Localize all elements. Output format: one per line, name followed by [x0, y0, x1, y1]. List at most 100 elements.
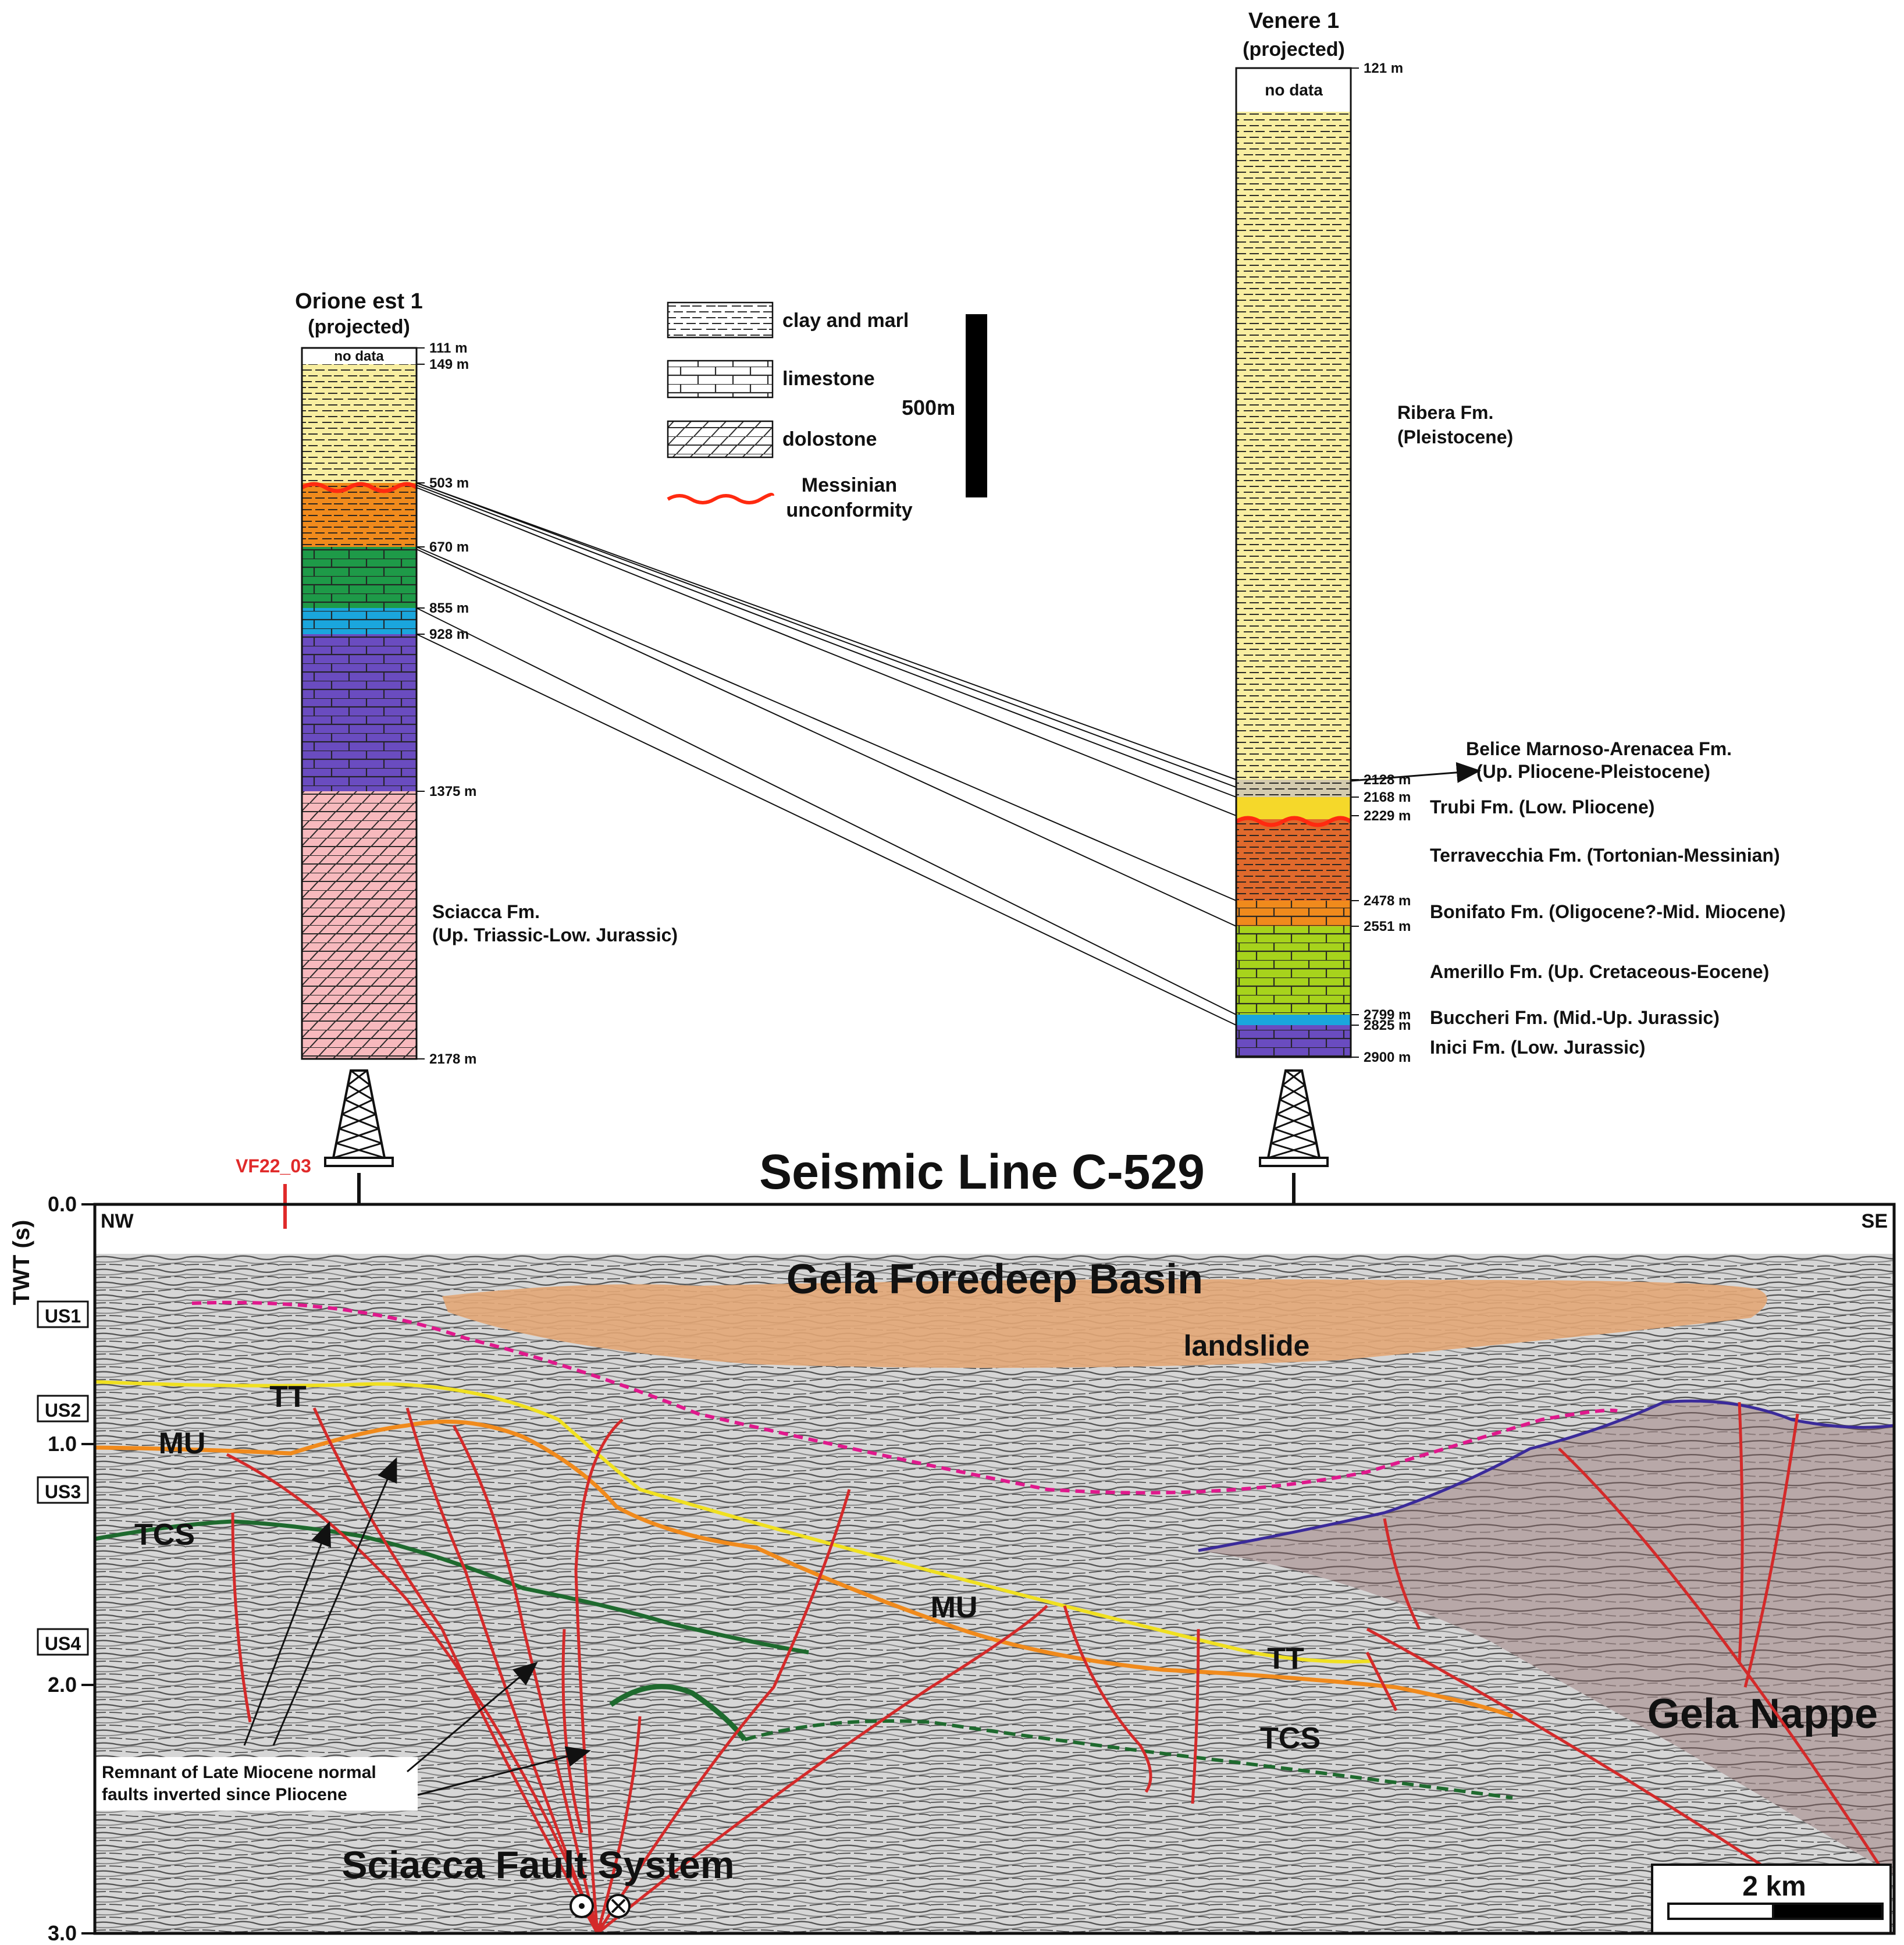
- left-blue-band-pattern: [302, 608, 417, 634]
- left-depth-label: 855 m: [429, 600, 469, 616]
- right-nodata-band: [1236, 68, 1351, 112]
- right-derrick-icon-brace: [1273, 1113, 1311, 1130]
- right-buccheri-band: [1236, 1015, 1351, 1025]
- right-bonifato-band-pattern: [1236, 901, 1351, 926]
- right-messinian-unconformity: [1235, 816, 1353, 827]
- scale-bar-label: 2 km: [1742, 1871, 1806, 1902]
- tcs-horizon-right: [744, 1719, 1513, 1800]
- unit-box: [37, 1628, 89, 1656]
- right-ribera-band-pattern: [1236, 112, 1351, 780]
- right-derrick-icon-brace: [1270, 1128, 1314, 1144]
- right-well-name: Venere 1: [1248, 9, 1339, 33]
- twt-axis-title: TWT (s): [9, 1220, 34, 1306]
- left-derrick-icon-brace: [333, 1142, 382, 1159]
- left-depth-label: 2178 m: [429, 1051, 476, 1067]
- fault-line: [1365, 1651, 1398, 1712]
- left-derrick-icon-brace: [347, 1069, 368, 1086]
- mu-label-right: MU: [931, 1591, 978, 1624]
- left-green-band-pattern: [302, 547, 417, 608]
- magenta-dashed-horizon: [191, 1300, 1618, 1495]
- left-derrick-icon-brace: [344, 1084, 371, 1101]
- right-depth-label: 2825 m: [1364, 1018, 1411, 1033]
- right-trubi-band: [1236, 797, 1351, 819]
- left-derrick-icon-brace: [339, 1128, 382, 1144]
- left-derrick-icon-brace: [347, 1084, 373, 1101]
- left-depth-label: 503 m: [429, 475, 469, 491]
- unit-label: US2: [45, 1400, 81, 1421]
- left-depth-label: 670 m: [429, 539, 469, 555]
- legend-lime-label: limestone: [782, 368, 875, 390]
- right-derrick-icon-brace: [1285, 1069, 1305, 1086]
- right-well-frame: [1235, 67, 1352, 1058]
- legend-clay-frame: [667, 301, 774, 339]
- right-formation-label: Amerillo Fm. (Up. Cretaceous-Eocene): [1430, 961, 1769, 982]
- correlation-line: [416, 482, 1237, 788]
- correlation-line: [416, 546, 1237, 901]
- legend-dolo-swatch-pattern: [668, 421, 773, 457]
- right-formation-label: Buccheri Fm. (Mid.-Up. Jurassic): [1430, 1007, 1720, 1028]
- legend-unconformity-swatch: [667, 493, 774, 504]
- tcs-label-left: TCS: [134, 1518, 195, 1552]
- tt-horizon: [94, 1380, 1373, 1663]
- right-derrick-icon-brace: [1276, 1098, 1308, 1115]
- gela-nappe-label: Gela Nappe: [1647, 1691, 1878, 1737]
- right-depth-label: 2900 m: [1364, 1050, 1411, 1065]
- left-well-note: (projected): [308, 316, 410, 338]
- right-derrick-icon-brace: [1273, 1128, 1317, 1144]
- legend-lime-frame: [667, 360, 774, 399]
- right-well-note: (projected): [1243, 38, 1345, 61]
- fault-line: [1191, 1628, 1200, 1804]
- right-depth-label: 2799 m: [1364, 1007, 1411, 1023]
- scale-bar-white: [1667, 1903, 1774, 1920]
- tt-label-right: TT: [1267, 1642, 1304, 1676]
- left-derrick-icon-brace: [339, 1113, 376, 1130]
- right-belice-band-pattern: [1236, 780, 1351, 797]
- scale-bar-black: [1772, 1903, 1884, 1920]
- twt-tick-label: 1.0: [48, 1432, 77, 1456]
- correlation-line: [416, 487, 1237, 816]
- unit-box: [37, 1395, 89, 1423]
- fault-line: [226, 1453, 599, 1934]
- right-derrick-icon-brace: [1279, 1084, 1305, 1101]
- annotation-box: [95, 1757, 418, 1811]
- fault-line: [1738, 1402, 1744, 1665]
- left-purple-band-pattern: [302, 634, 417, 791]
- twt-tick-label: 3.0: [48, 1921, 77, 1945]
- right-derrick-icon-brace: [1282, 1084, 1308, 1101]
- annotation-arrow: [407, 1662, 538, 1773]
- depth-scale-label: 500m: [902, 396, 955, 419]
- right-formation-label: Inici Fm. (Low. Jurassic): [1430, 1037, 1645, 1058]
- tcs-horizon-fold: [609, 1684, 747, 1741]
- right-derrick-icon: [1259, 1069, 1329, 1219]
- fault-line: [1063, 1605, 1152, 1793]
- right-terravecchia-band-pattern: [1236, 819, 1351, 901]
- right-depth-label: 2168 m: [1364, 790, 1411, 805]
- right-formation-label: Bonifato Fm. (Oligocene?-Mid. Miocene): [1430, 901, 1786, 922]
- left-nodata-label: no data: [334, 349, 384, 364]
- unit-box: [37, 1476, 89, 1504]
- correlation-line: [416, 549, 1237, 927]
- landslide-label: landslide: [1184, 1329, 1310, 1362]
- into-page-cross: [611, 1898, 626, 1914]
- sciacca-formation-label: Sciacca Fm.: [432, 901, 540, 922]
- correlation-line: [416, 634, 1237, 1026]
- right-derrick-icon-brace: [1276, 1113, 1314, 1130]
- legend-dolo-label: dolostone: [782, 428, 877, 450]
- unit-label: US3: [45, 1481, 81, 1502]
- left-well-frame: [301, 347, 418, 1060]
- annotation-line-1: Remnant of Late Miocene normal: [102, 1763, 376, 1782]
- fault-line: [1383, 1518, 1421, 1630]
- belice-arrow: [1350, 762, 1481, 783]
- fault-line: [561, 1628, 583, 1833]
- annotation-arrow: [417, 1746, 591, 1796]
- correlation-line: [416, 607, 1237, 1015]
- right-formation-label: Belice Marnoso-Arenacea Fm.: [1466, 738, 1732, 759]
- annotation-arrow: [243, 1521, 331, 1746]
- fault-line: [596, 1605, 1048, 1935]
- ribera-formation-age: (Pleistocene): [1397, 426, 1513, 447]
- twt-tick-label: 0.0: [48, 1192, 77, 1216]
- mu-horizon: [94, 1419, 1514, 1719]
- fault-line: [405, 1407, 599, 1934]
- right-inici-band-pattern: [1236, 1025, 1351, 1057]
- right-nodata-label: no data: [1265, 81, 1323, 99]
